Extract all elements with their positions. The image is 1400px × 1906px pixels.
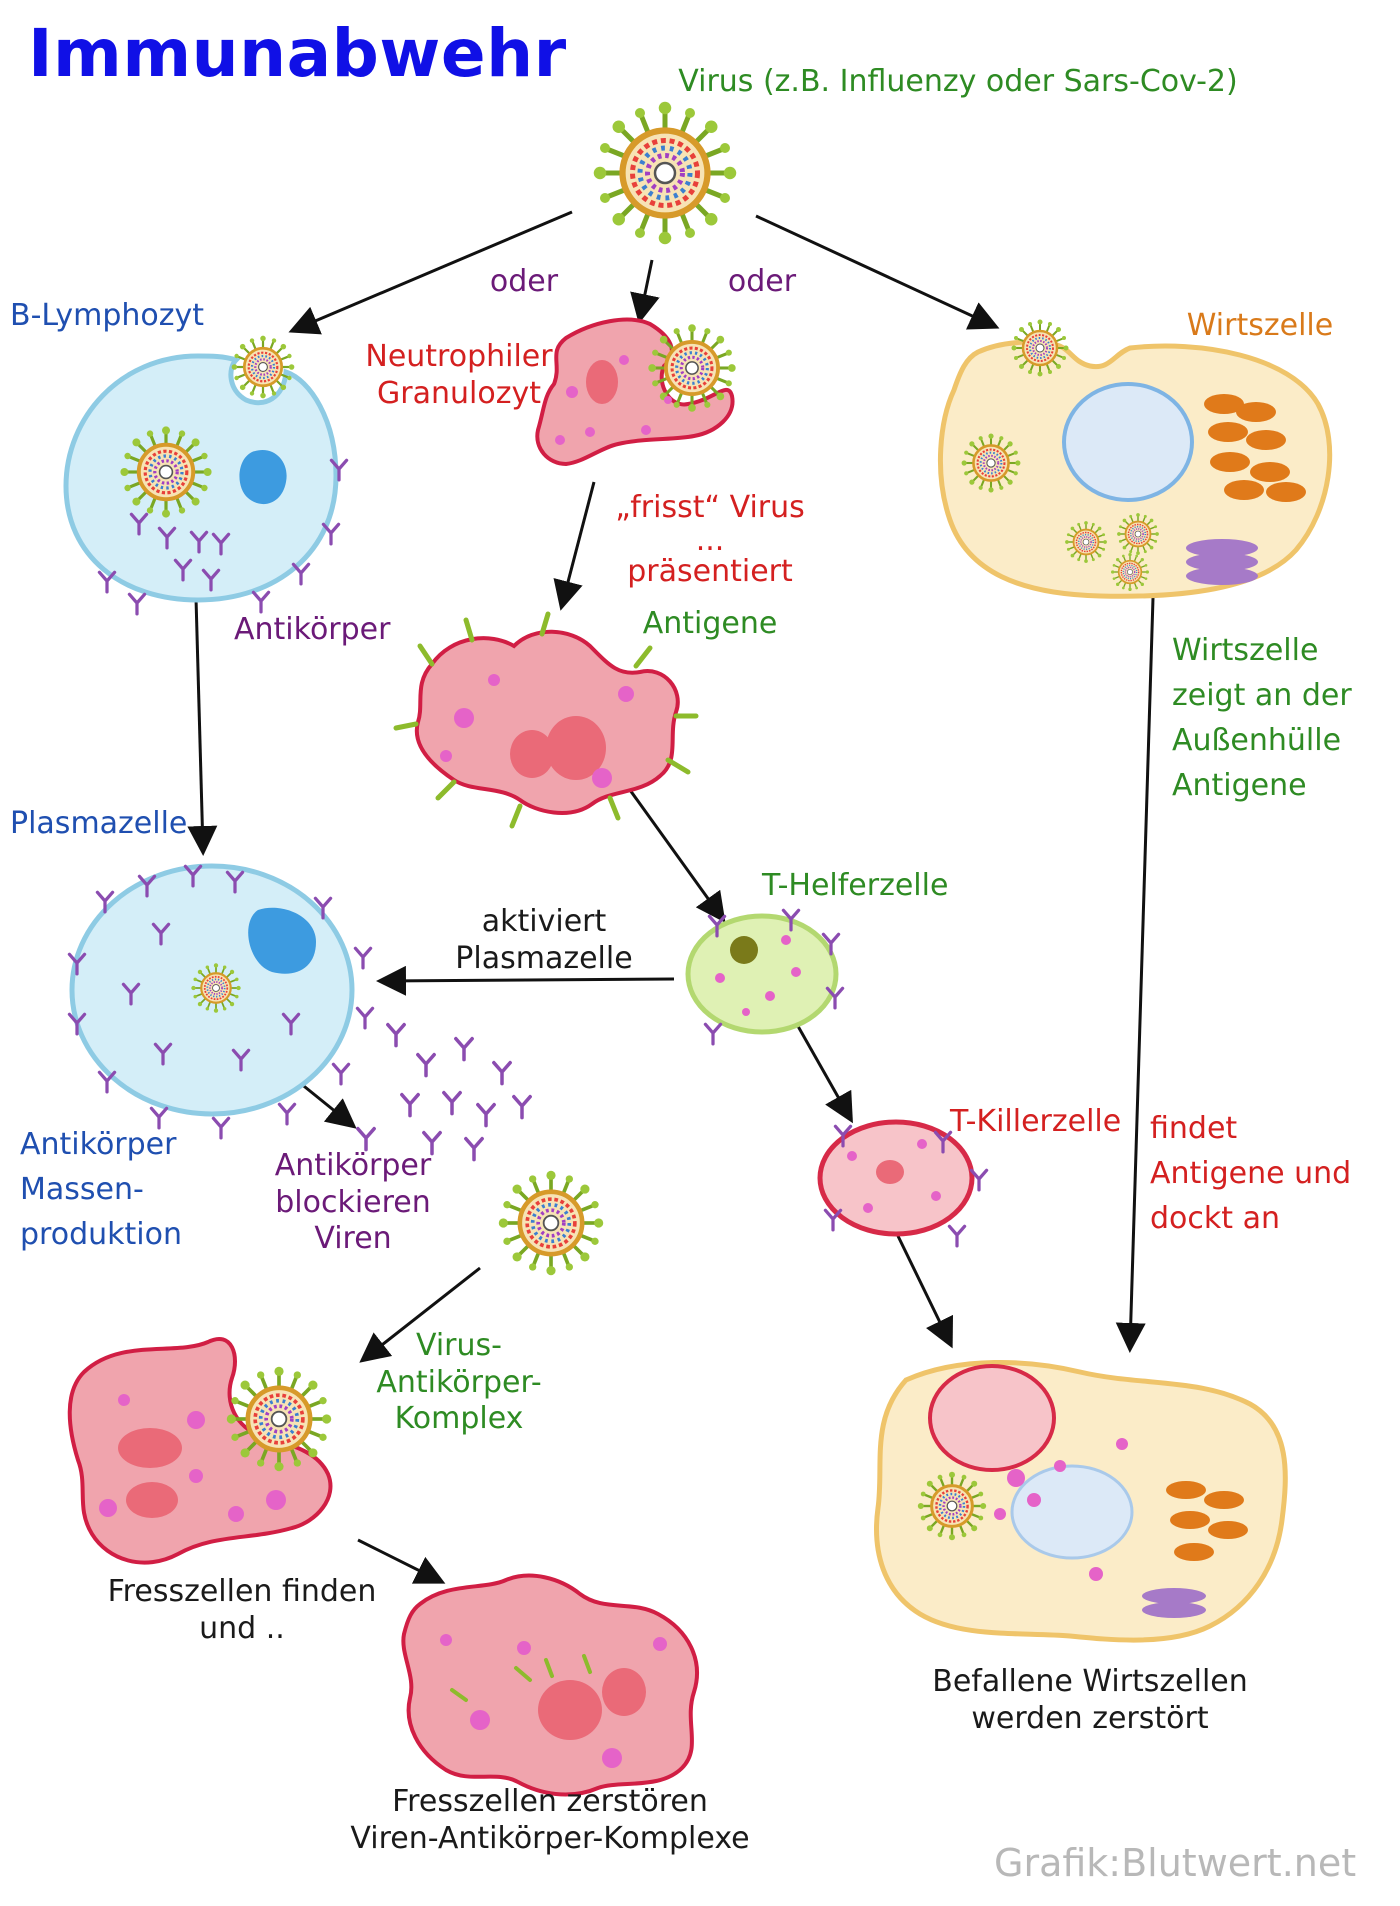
label-blockieren: Antikörper blockieren Viren bbox=[258, 1148, 448, 1258]
label-oder-left: oder bbox=[489, 264, 559, 299]
label-blockieren-line: Viren bbox=[314, 1221, 392, 1257]
label-antikoerper: Antikörper bbox=[234, 612, 391, 647]
label-antigene: Antigene bbox=[642, 606, 778, 641]
label-wirtszelle-zeigt-line: Außenhülle bbox=[1172, 723, 1342, 758]
arrow-blocked-to-complex bbox=[359, 1266, 481, 1363]
label-plasmazelle: Plasmazelle bbox=[10, 806, 188, 841]
label-fresszellen-zerstoeren: Fresszellen zerstören Viren-Antikörper-K… bbox=[330, 1784, 770, 1857]
antigen-presenting-cell-illustration bbox=[393, 611, 699, 829]
label-wirtszelle-zeigt: Wirtszelle zeigt an der Außenhülle Antig… bbox=[1172, 628, 1352, 808]
arrow-neutrophil-to-apc bbox=[553, 481, 596, 611]
plasma-cell-illustration bbox=[67, 863, 375, 1140]
label-massenproduktion-line: Antikörper bbox=[20, 1127, 177, 1162]
label-virus: Virus (z.B. Influenzy oder Sars-Cov-2) bbox=[678, 64, 1238, 99]
label-komplex: Virus- Antikörper- Komplex bbox=[364, 1328, 554, 1438]
label-wirtszelle-zeigt-line: zeigt an der bbox=[1172, 678, 1352, 713]
host-cell-illustration bbox=[937, 318, 1333, 599]
arrow-virus-to-b-cell bbox=[288, 210, 573, 335]
label-befallene-line: Befallene Wirtszellen bbox=[932, 1664, 1248, 1699]
label-neutrophil: Neutrophiler Granulozyt bbox=[354, 339, 564, 412]
label-findet-line: Antigene und bbox=[1150, 1156, 1352, 1191]
label-komplex-line: Komplex bbox=[394, 1401, 524, 1437]
label-t-killerzelle: T-Killerzelle bbox=[950, 1104, 1122, 1139]
t-killer-cell-illustration bbox=[817, 1119, 989, 1248]
label-oder-right: oder bbox=[727, 264, 797, 299]
phagocyte-with-complex-illustration bbox=[67, 1337, 332, 1565]
arrow-virus-to-neutrophil bbox=[630, 259, 660, 324]
label-frisst-line: präsentiert bbox=[627, 553, 793, 589]
arrow-phagocyte-to-destroyer bbox=[357, 1538, 446, 1584]
label-neutrophil-line: Granulozyt bbox=[377, 375, 541, 411]
label-fresszellen-finden-line: und .. bbox=[199, 1610, 285, 1646]
arrow-host-to-infected bbox=[1115, 597, 1155, 1353]
label-wirtszelle-zeigt-line: Wirtszelle bbox=[1172, 633, 1319, 668]
label-aktiviert-line: aktiviert bbox=[481, 904, 607, 939]
destroying-phagocyte-illustration bbox=[401, 1573, 699, 1797]
label-frisst-line: ... bbox=[695, 522, 725, 558]
label-wirtszelle: Wirtszelle bbox=[1186, 308, 1334, 343]
label-blockieren-line: Antikörper bbox=[274, 1148, 432, 1183]
label-blockieren-line: blockieren bbox=[275, 1184, 431, 1220]
credit-watermark: Grafik:Blutwert.net bbox=[994, 1841, 1357, 1885]
label-massenproduktion-line: produktion bbox=[20, 1217, 182, 1252]
label-massenproduktion: Antikörper Massen- produktion bbox=[20, 1122, 182, 1257]
label-befallene-line: werden zerstört bbox=[971, 1700, 1209, 1736]
free-antibodies-illustration bbox=[356, 1022, 532, 1162]
label-findet-line: findet bbox=[1150, 1111, 1238, 1146]
label-findet-line: dockt an bbox=[1150, 1201, 1280, 1236]
blocked-virus-illustration bbox=[499, 1171, 604, 1276]
virus-top-illustration bbox=[594, 102, 737, 245]
label-b-lymphozyt: B-Lymphozyt bbox=[10, 298, 205, 333]
label-komplex-line: Antikörper- bbox=[376, 1364, 542, 1400]
label-t-helferzelle: T-Helferzelle bbox=[762, 868, 949, 903]
label-fresszellen-finden-line: Fresszellen finden bbox=[107, 1574, 377, 1609]
label-aktiviert: aktiviert Plasmazelle bbox=[434, 904, 654, 977]
arrow-virus-to-host-cell bbox=[755, 214, 1000, 330]
arrow-t-helper-to-plasma bbox=[376, 965, 675, 996]
infected-host-destroyed-illustration bbox=[874, 1360, 1288, 1643]
label-frisst-line: „frisst“ Virus bbox=[615, 490, 805, 525]
label-wirtszelle-zeigt-line: Antigene bbox=[1172, 768, 1307, 803]
label-neutrophil-line: Neutrophiler bbox=[365, 339, 553, 374]
page-title: Immunabwehr bbox=[28, 15, 567, 92]
label-fresszellen-zerstoeren-line: Fresszellen zerstören bbox=[392, 1784, 708, 1819]
label-fresszellen-finden: Fresszellen finden und .. bbox=[92, 1574, 392, 1647]
arrow-t-killer-to-infected bbox=[896, 1235, 954, 1349]
label-massenproduktion-line: Massen- bbox=[20, 1172, 144, 1207]
label-findet: findet Antigene und dockt an bbox=[1150, 1106, 1351, 1241]
label-fresszellen-zerstoeren-line: Viren-Antikörper-Komplexe bbox=[350, 1820, 750, 1856]
neutrophil-illustration bbox=[535, 317, 738, 467]
b-lymphocyte-illustration bbox=[63, 334, 349, 616]
arrow-b-cell-to-plasma bbox=[187, 597, 218, 856]
label-befallene: Befallene Wirtszellen werden zerstört bbox=[900, 1664, 1280, 1737]
label-komplex-line: Virus- bbox=[415, 1328, 502, 1363]
label-frisst: „frisst“ Virus ... präsentiert bbox=[600, 490, 820, 590]
label-aktiviert-line: Plasmazelle bbox=[455, 940, 633, 976]
t-helper-cell-illustration bbox=[685, 908, 845, 1046]
